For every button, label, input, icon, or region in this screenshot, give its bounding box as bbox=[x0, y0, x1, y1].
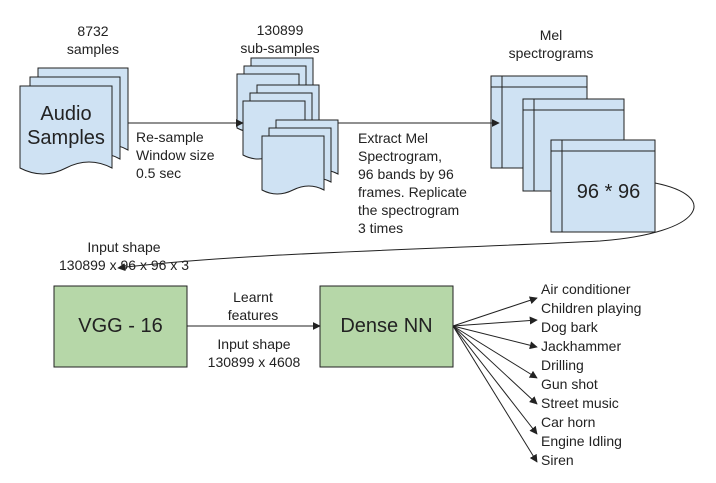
mel-sheet-front bbox=[550, 139, 656, 233]
class-label: Car horn bbox=[541, 414, 596, 430]
class-arrow bbox=[452, 296, 538, 327]
class-arrow bbox=[452, 325, 538, 405]
class-arrow bbox=[452, 325, 538, 350]
arrow-mel-to-vgg bbox=[117, 182, 695, 272]
mel-size-label: 96 * 96 bbox=[576, 181, 641, 203]
class-label: Engine Idling bbox=[541, 433, 622, 449]
class-label: Dog bark bbox=[541, 319, 598, 335]
vgg-box bbox=[53, 285, 188, 368]
class-arrow bbox=[452, 325, 538, 463]
dense-nn-label: Dense NN bbox=[340, 315, 433, 337]
audio-samples-stack bbox=[19, 67, 129, 175]
class-label: Siren bbox=[541, 452, 574, 468]
class-label: Jackhammer bbox=[541, 338, 622, 354]
class-arrow bbox=[452, 316, 538, 327]
dense-nn-box bbox=[319, 285, 454, 368]
vgg-label: VGG - 16 bbox=[78, 315, 163, 337]
class-label: Gun shot bbox=[541, 376, 598, 392]
subsample-doc-9 bbox=[261, 135, 325, 195]
class-label: Drilling bbox=[541, 357, 584, 373]
mel-spectrogram-stack bbox=[490, 75, 656, 233]
class-label: Air conditioner bbox=[541, 281, 631, 297]
audio-doc-front bbox=[19, 85, 113, 175]
class-arrows bbox=[452, 296, 538, 463]
subsamples-stack bbox=[236, 57, 339, 195]
class-label: Street music bbox=[541, 395, 619, 411]
class-arrow bbox=[452, 325, 538, 435]
class-label: Children playing bbox=[541, 300, 642, 316]
class-arrow bbox=[452, 325, 538, 379]
